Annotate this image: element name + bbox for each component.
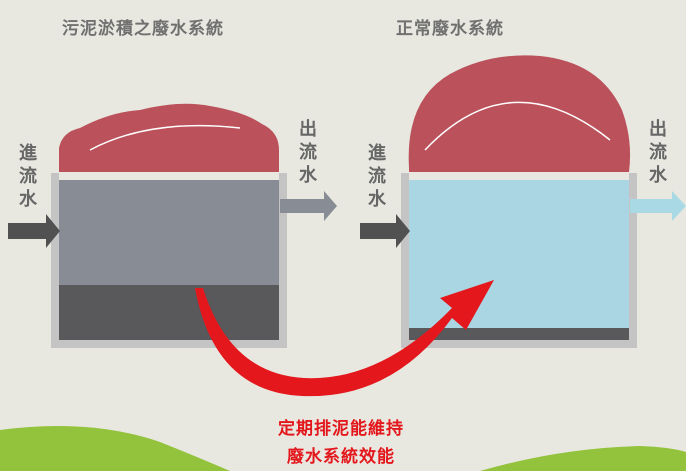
right-system-title: 正常廢水系統 [396,19,504,39]
left-outflow-arrow [280,191,337,221]
right-inflow-arrow [360,214,410,248]
left-outflow-label: 出 流 水 [299,119,317,186]
left-polluted-water [59,180,279,285]
left-sludge-layer [59,285,279,340]
caption-line-2: 廢水系統效能 [287,447,395,467]
ground-hill-left [0,426,230,471]
right-sludge-cap [408,55,631,172]
right-outflow-arrow [630,191,686,221]
right-sludge-cap-highlight [424,101,611,151]
right-sludge-layer [409,328,629,340]
right-tank [401,55,637,348]
right-inflow-label: 進 流 水 [368,143,386,210]
right-clean-water [409,180,629,328]
left-sludge-cap [59,103,279,172]
curved-red-arrow [195,280,494,397]
ground-hill-right [480,446,686,471]
caption-line-1: 定期排泥能維持 [278,419,404,439]
left-sludge-cap-highlight [89,124,241,151]
right-outflow-label: 出 流 水 [649,119,667,186]
left-inflow-label: 進 流 水 [19,143,37,210]
left-inflow-arrow [8,214,60,248]
left-system-title: 污泥淤積之廢水系統 [62,19,224,39]
left-tank [51,103,287,348]
